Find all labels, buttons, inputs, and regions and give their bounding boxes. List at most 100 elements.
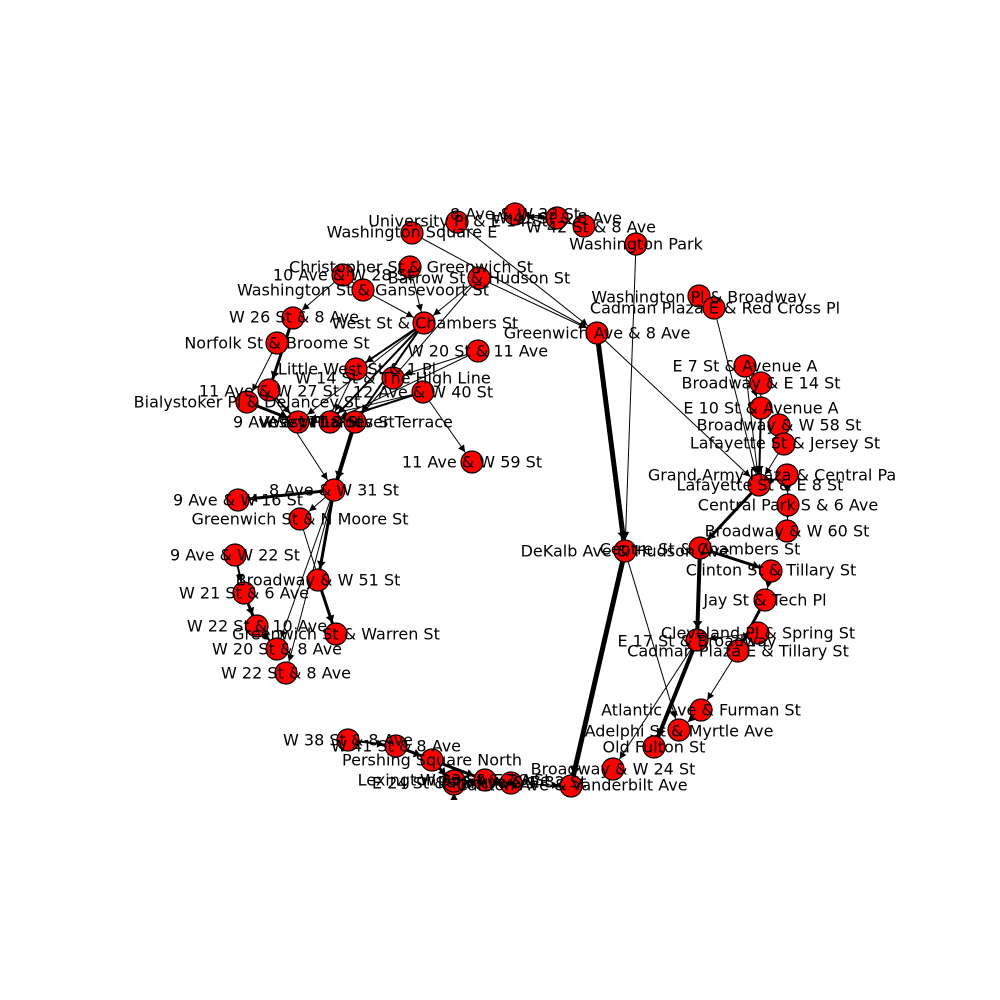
node-label-n39: E 10 St & Avenue A <box>683 399 838 418</box>
node-label-n52: Cadman Plaza E & Tillary St <box>627 642 849 661</box>
node-label-n56: Broadway & W 24 St <box>531 760 696 779</box>
arrowhead-n39-n43 <box>755 465 764 474</box>
node-n45 <box>775 519 799 543</box>
arrowhead-n29-n30 <box>245 606 255 615</box>
arrowhead-n24-n33 <box>287 653 295 662</box>
node-label-n41: Lafayette St & Jersey St <box>690 434 880 453</box>
node-n12 <box>412 311 436 335</box>
node-n20 <box>286 410 310 434</box>
arrowhead-n41-n43 <box>765 466 772 475</box>
node-n62 <box>473 768 497 792</box>
node-n16 <box>381 366 405 390</box>
node-label-n62: W 33 St & 7 Ave <box>420 771 550 790</box>
node-label-n54: Adelphi St & Myrtle Ave <box>585 722 774 741</box>
node-label-n57: Carlton Ave & Vanderbilt Ave <box>456 776 687 795</box>
node-n6 <box>624 232 648 256</box>
edge-n9-n12 <box>423 277 480 324</box>
node-label-n24: 8 Ave & W 31 St <box>269 481 399 500</box>
arrowhead-n18-n24 <box>320 472 328 480</box>
arrowhead-n5-n1 <box>526 213 535 221</box>
node-n52 <box>726 639 750 663</box>
node-n22 <box>343 410 367 434</box>
node-n17 <box>411 380 435 404</box>
node-label-n25: 9 Ave & W 16 St <box>173 491 303 510</box>
node-n46 <box>613 539 637 563</box>
arrowhead-n58-n59 <box>376 739 385 748</box>
node-n27 <box>223 543 247 567</box>
node-label-n21: West Thames St <box>265 413 394 432</box>
arrowhead-n26-n31 <box>326 614 334 623</box>
arrowhead-n34-n43 <box>742 469 751 477</box>
node-label-n36: Cadman Plaza E & Red Cross Pl <box>590 299 840 318</box>
node-label-n7: Christopher St & Greenwich St <box>289 258 533 277</box>
node-label-n17: 12 Ave & W 40 St <box>353 383 493 402</box>
node-n53 <box>689 698 713 722</box>
edge-n24-n32 <box>276 489 335 650</box>
node-n9 <box>467 266 491 290</box>
arrowhead-n24-n28 <box>316 560 326 569</box>
arrowhead-n9-n12 <box>433 308 441 316</box>
node-n19 <box>235 390 259 414</box>
node-label-n9: Barrow St & Hudson St <box>388 269 570 288</box>
arrowhead-n18-n20 <box>282 405 290 414</box>
node-label-n50: Cleveland Pl & Spring St <box>661 624 855 643</box>
edge-n22-n24 <box>332 421 357 491</box>
node-n56 <box>601 757 625 781</box>
node-n49 <box>753 588 777 612</box>
node-label-n42: Grand Army Plaza & Central Pa <box>648 466 896 485</box>
node-n14 <box>466 339 490 363</box>
node-n3 <box>445 210 469 234</box>
edge-n51-n55 <box>652 639 699 748</box>
node-label-n13: Norfolk St & Broome St <box>184 334 369 353</box>
edge-n51-n56 <box>612 639 698 770</box>
node-n18 <box>257 378 281 402</box>
node-n21 <box>318 410 342 434</box>
node-label-n10: Washington St & Gansevoort St <box>237 281 489 300</box>
arrowhead-n42-n44 <box>783 485 791 494</box>
node-n63 <box>499 771 523 795</box>
node-layer <box>223 202 800 798</box>
node-label-n20: 9 Ave & W 18 St <box>233 413 363 432</box>
node-n39 <box>749 396 773 420</box>
arrowhead-n34-n46 <box>617 531 628 540</box>
arrowhead-n27-n29 <box>235 573 244 582</box>
arrowhead-n59-n60 <box>412 749 421 758</box>
node-n29 <box>232 581 256 605</box>
node-n42 <box>775 463 799 487</box>
arrowhead-n51-n55 <box>656 727 666 736</box>
node-label-n5: W 42 St & 8 Ave <box>526 218 656 237</box>
node-label-n64: Lexington Ave & E 29 St <box>358 771 551 790</box>
arrowhead-n22-n24 <box>335 470 345 479</box>
arrowhead-n47-n51 <box>692 620 703 629</box>
edge-n18-n24 <box>268 389 335 491</box>
arrowhead-n52-n53 <box>707 691 715 700</box>
node-n13 <box>265 331 289 355</box>
arrowhead-n24-n26 <box>309 503 317 512</box>
node-label-n22: Vesey Pl & River Terrace <box>259 413 453 432</box>
edge-n37-n43 <box>744 365 760 486</box>
node-n1 <box>503 202 527 226</box>
node-n59 <box>384 734 408 758</box>
node-n38 <box>749 371 773 395</box>
node-label-n37: E 7 St & Avenue A <box>672 357 817 376</box>
arrowhead-n20-n21 <box>311 418 318 426</box>
node-n57 <box>559 774 583 798</box>
arrowhead-n24-n25 <box>249 493 258 503</box>
arrowhead-n7-n12 <box>415 303 423 312</box>
node-n4 <box>400 221 424 245</box>
node-label-n53: Atlantic Ave & Furman St <box>601 701 801 720</box>
edge-n46-n54 <box>624 550 680 731</box>
node-label-n40: Broadway & W 58 St <box>697 416 862 435</box>
node-n60 <box>420 748 444 772</box>
node-n30 <box>245 614 269 638</box>
edge-n46-n57 <box>568 550 628 787</box>
node-n58 <box>336 728 360 752</box>
node-n2 <box>545 206 569 230</box>
node-n36 <box>702 296 726 320</box>
arrowhead-n61-n64 <box>450 793 458 800</box>
node-label-n55: Old Fulton St <box>603 738 706 757</box>
node-label-n63: Park Ave & E 32 St <box>438 773 587 792</box>
node-label-n31: Greenwich St & Warren St <box>232 625 440 644</box>
